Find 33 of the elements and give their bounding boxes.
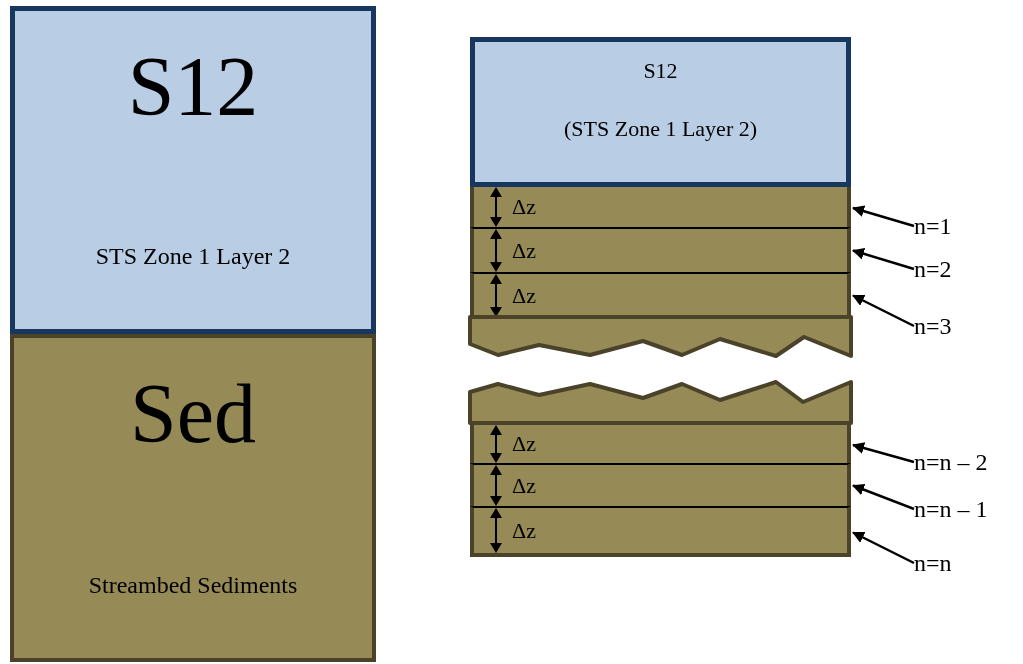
- leader-arrow: [852, 531, 915, 565]
- zone-box: [10, 6, 376, 334]
- layer-index-label: n=1: [914, 211, 952, 241]
- sediment-box: [10, 334, 376, 662]
- leader-arrow: [852, 294, 915, 328]
- leader-arrow: [852, 247, 915, 271]
- box-label: Streambed Sediments: [88, 571, 298, 600]
- sediment-layer: [470, 187, 851, 227]
- layer-thickness-label: Δz: [512, 239, 536, 262]
- layer-thickness-label: Δz: [512, 519, 536, 542]
- layer-thickness-label: Δz: [512, 433, 536, 455]
- layer-index-label: n=n – 2: [914, 447, 988, 477]
- layer-index-label: n=2: [914, 254, 952, 284]
- layer-index-label: n=n: [914, 548, 952, 578]
- sediment-layer: [470, 227, 851, 272]
- leader-arrow: [852, 442, 915, 464]
- box-label: (STS Zone 1 Layer 2): [563, 116, 758, 143]
- box-title: Sed: [130, 372, 256, 456]
- layer-index-label: n=3: [914, 311, 952, 341]
- layer-thickness-label: Δz: [512, 474, 536, 497]
- layer-thickness-label: Δz: [512, 196, 536, 218]
- sediment-layer: [470, 506, 851, 557]
- box-label: STS Zone 1 Layer 2: [95, 242, 291, 271]
- zone-box: [470, 37, 851, 187]
- sediment-layer: [470, 425, 851, 463]
- sediment-layer: [470, 463, 851, 506]
- leader-arrow: [852, 483, 915, 511]
- sediment-layer: [470, 272, 851, 317]
- box-title: S12: [127, 45, 259, 129]
- layer-thickness-label: Δz: [512, 284, 536, 307]
- box-title: S12: [643, 58, 678, 85]
- layer-index-label: n=n – 1: [914, 494, 988, 524]
- leader-arrow: [852, 205, 915, 228]
